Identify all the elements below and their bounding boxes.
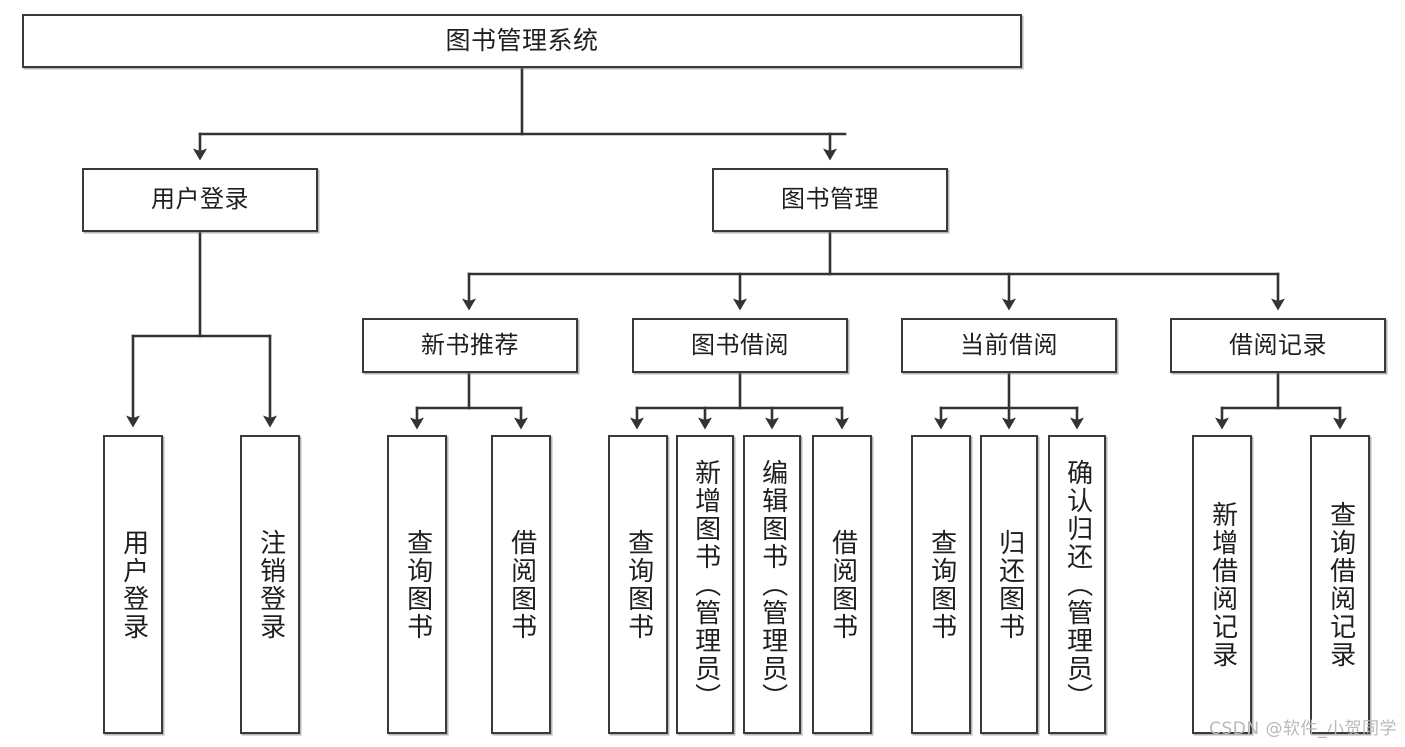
node-leaf-add-book[interactable]: 新增图书（管理员） [676,435,734,734]
node-leaf-logout-label: 注销登录 [255,528,286,641]
csdn-watermark: CSDN @软件_小贺同学 [1209,719,1397,739]
node-borrow-record-label: 借阅记录 [1229,330,1327,359]
node-leaf-edit-book[interactable]: 编辑图书（管理员） [743,435,801,734]
node-borrow-record[interactable]: 借阅记录 [1170,318,1386,373]
node-book-manage-label: 图书管理 [781,185,879,214]
node-leaf-query-book-1-label: 查询图书 [402,528,433,641]
node-root-label: 图书管理系统 [445,25,599,55]
node-leaf-query-record[interactable]: 查询借阅记录 [1310,435,1370,734]
node-book-manage[interactable]: 图书管理 [712,168,948,232]
node-book-borrow-label: 图书借阅 [691,330,789,359]
node-leaf-query-book-3[interactable]: 查询图书 [911,435,971,734]
node-user-login-label: 用户登录 [151,185,249,214]
node-leaf-return-book[interactable]: 归还图书 [980,435,1038,734]
node-leaf-add-record[interactable]: 新增借阅记录 [1192,435,1252,734]
node-current-borrow[interactable]: 当前借阅 [901,318,1117,373]
node-leaf-confirm-return[interactable]: 确认归还（管理员） [1048,435,1106,734]
node-leaf-borrow-book-1[interactable]: 借阅图书 [491,435,551,734]
node-leaf-query-book-1[interactable]: 查询图书 [387,435,447,734]
node-leaf-add-book-label: 新增图书（管理员） [690,458,721,711]
node-leaf-edit-book-label: 编辑图书（管理员） [757,458,788,711]
node-leaf-user-login[interactable]: 用户登录 [103,435,163,734]
node-leaf-query-record-label: 查询借阅记录 [1325,500,1356,669]
node-leaf-query-book-2-label: 查询图书 [623,528,654,641]
node-leaf-borrow-book-2[interactable]: 借阅图书 [812,435,872,734]
node-leaf-query-book-3-label: 查询图书 [926,528,957,641]
node-leaf-confirm-return-label: 确认归还（管理员） [1062,458,1093,711]
node-leaf-logout[interactable]: 注销登录 [240,435,300,734]
node-book-borrow[interactable]: 图书借阅 [632,318,848,373]
node-current-borrow-label: 当前借阅 [960,330,1058,359]
node-leaf-borrow-book-2-label: 借阅图书 [827,528,858,641]
node-new-book-rec[interactable]: 新书推荐 [362,318,578,373]
node-user-login[interactable]: 用户登录 [82,168,318,232]
node-new-book-rec-label: 新书推荐 [421,330,519,359]
node-leaf-user-login-label: 用户登录 [118,528,149,641]
node-root[interactable]: 图书管理系统 [22,14,1022,68]
node-leaf-query-book-2[interactable]: 查询图书 [608,435,668,734]
node-leaf-return-book-label: 归还图书 [994,528,1025,641]
node-leaf-borrow-book-1-label: 借阅图书 [506,528,537,641]
node-leaf-add-record-label: 新增借阅记录 [1207,500,1238,669]
